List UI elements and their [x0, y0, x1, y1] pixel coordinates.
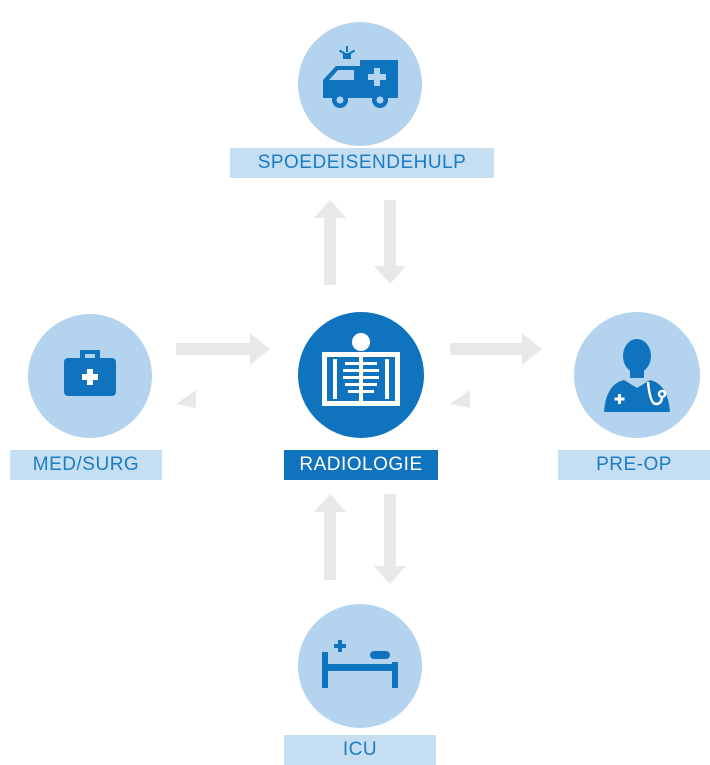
arrow-to-right	[450, 333, 542, 365]
arrow-to-top	[314, 200, 346, 285]
label-med-surg: MED/SURG	[10, 450, 162, 480]
arrow-from-left	[176, 333, 270, 365]
node-spoedeisendehulp	[298, 22, 422, 146]
node-icu	[298, 604, 422, 728]
arrow-from-bottom	[314, 494, 346, 580]
arrow-from-right	[450, 390, 542, 408]
xray-icon	[322, 333, 400, 406]
label-pre-op: PRE-OP	[558, 450, 710, 480]
arrow-from-top	[374, 200, 406, 284]
label-icu: ICU	[284, 735, 436, 765]
label-radiologie: RADIOLOGIE	[284, 450, 438, 480]
node-med-surg	[28, 314, 152, 438]
arrow-to-left	[176, 390, 270, 408]
node-radiologie	[298, 312, 424, 438]
ambulance-icon	[323, 46, 398, 108]
node-pre-op	[574, 312, 700, 438]
medical-bag-icon	[64, 350, 116, 396]
label-spoedeisendehulp: SPOEDEISENDEHULP	[230, 148, 494, 178]
doctor-icon	[604, 339, 670, 412]
arrow-to-bottom	[374, 494, 406, 584]
hospital-bed-icon	[322, 640, 398, 688]
